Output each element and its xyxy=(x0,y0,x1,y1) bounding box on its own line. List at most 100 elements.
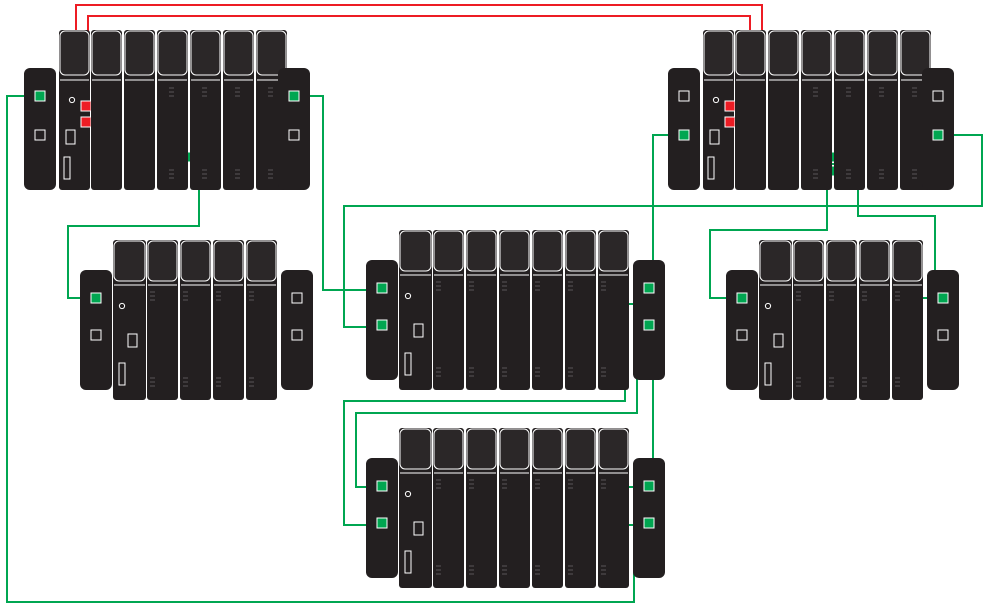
io-module xyxy=(532,428,563,588)
left-power-module xyxy=(366,458,398,578)
module-cap xyxy=(759,240,792,282)
ethernet-port-empty xyxy=(736,329,748,341)
module-cap xyxy=(532,428,563,470)
ethernet-port-green xyxy=(34,90,46,102)
ethernet-port-green xyxy=(643,282,655,294)
module-cap xyxy=(793,240,824,282)
io-module xyxy=(867,30,898,190)
module-cap xyxy=(246,240,277,282)
ethernet-port-empty xyxy=(288,129,300,141)
card-slot xyxy=(709,129,720,145)
ring-rack2-rack4 xyxy=(343,134,983,328)
rack-4 xyxy=(366,230,665,390)
module-cap xyxy=(147,240,178,282)
ethernet-port-green xyxy=(937,292,949,304)
adapter-module xyxy=(399,428,432,588)
ethernet-port-green xyxy=(376,480,388,492)
module-cap xyxy=(859,240,890,282)
right-power-module xyxy=(281,270,313,390)
module-cap xyxy=(180,240,211,282)
card-slot xyxy=(118,362,126,386)
ethernet-port-green xyxy=(643,480,655,492)
adapter-module xyxy=(113,240,146,400)
module-cap xyxy=(223,30,254,76)
io-module xyxy=(900,30,931,190)
io-module xyxy=(466,230,497,390)
io-module xyxy=(565,230,596,390)
left-power-module xyxy=(24,68,56,190)
ethernet-port-green xyxy=(643,517,655,529)
rack-1 xyxy=(24,30,310,190)
card-slot xyxy=(127,333,138,348)
ethernet-port-empty xyxy=(34,129,46,141)
adapter-module xyxy=(759,240,792,400)
module-cap xyxy=(834,30,865,76)
rack-6 xyxy=(366,428,665,588)
io-module xyxy=(598,230,629,390)
io-module xyxy=(433,230,464,390)
card-slot xyxy=(404,550,412,574)
io-module xyxy=(859,240,890,400)
cpu-module xyxy=(703,30,736,190)
ethernet-port-green xyxy=(376,319,388,331)
status-led xyxy=(118,302,126,310)
card-slot xyxy=(764,362,772,386)
ethernet-port-green xyxy=(643,319,655,331)
ethernet-port-empty xyxy=(291,292,303,304)
io-module xyxy=(190,30,221,190)
ethernet-port-green xyxy=(932,129,944,141)
io-module xyxy=(223,30,254,190)
status-led xyxy=(712,96,720,104)
module-cap xyxy=(91,30,122,76)
ethernet-port-red xyxy=(80,116,92,128)
rack-3 xyxy=(80,240,313,400)
io-module xyxy=(499,230,530,390)
ethernet-port-red xyxy=(724,100,736,112)
ethernet-port-green xyxy=(288,90,300,102)
module-cap xyxy=(433,230,464,272)
module-cap xyxy=(213,240,244,282)
io-module xyxy=(801,30,832,190)
module-cap xyxy=(256,30,287,76)
module-cap xyxy=(598,428,629,470)
ethernet-port-red xyxy=(724,116,736,128)
module-cap xyxy=(113,240,146,282)
io-module xyxy=(213,240,244,400)
left-power-module xyxy=(726,270,758,390)
module-cap xyxy=(735,30,766,76)
card-slot xyxy=(413,521,424,536)
right-power-module xyxy=(927,270,959,390)
module-cap xyxy=(433,428,464,470)
io-module xyxy=(532,230,563,390)
rack-5 xyxy=(726,240,959,400)
comm-module xyxy=(768,30,840,190)
ethernet-port-green xyxy=(376,282,388,294)
module-cap xyxy=(598,230,629,272)
io-module xyxy=(499,428,530,588)
card-slot xyxy=(413,323,424,338)
module-cap xyxy=(124,30,155,76)
io-module xyxy=(147,240,178,400)
right-power-module xyxy=(633,458,665,578)
status-led xyxy=(404,490,412,498)
io-module xyxy=(246,240,277,400)
module-cap xyxy=(826,240,857,282)
card-slot xyxy=(63,156,71,180)
rack-2 xyxy=(668,30,954,190)
module-cap xyxy=(399,230,432,272)
io-module xyxy=(466,428,497,588)
ring-rack1-rack3 xyxy=(67,164,200,299)
status-led xyxy=(68,96,76,104)
io-module xyxy=(793,240,824,400)
io-module xyxy=(180,240,211,400)
io-module xyxy=(834,30,865,190)
adapter-module xyxy=(399,230,432,390)
right-power-module xyxy=(922,68,954,190)
io-module xyxy=(157,30,188,190)
module-cap xyxy=(499,230,530,272)
right-power-module xyxy=(278,68,310,190)
io-module xyxy=(892,240,923,400)
ethernet-port-empty xyxy=(291,329,303,341)
